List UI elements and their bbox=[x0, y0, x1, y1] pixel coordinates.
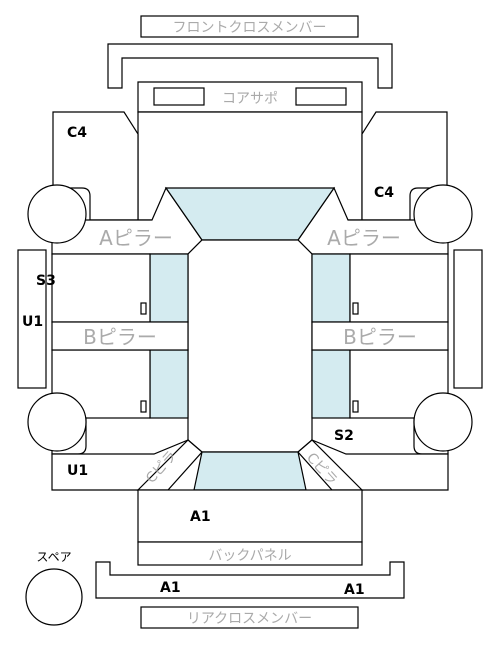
right-rear-side-glass bbox=[311, 349, 351, 419]
back-panel bbox=[137, 541, 363, 566]
code-c4-right: C4 bbox=[374, 185, 394, 201]
trunk-panel bbox=[137, 489, 363, 543]
code-s2: S2 bbox=[334, 428, 354, 444]
front-cross-member-label: フロントクロスメンバー bbox=[173, 20, 327, 36]
front-cross-member-label-box bbox=[140, 15, 359, 38]
code-a1-center: A1 bbox=[190, 509, 211, 525]
code-u1-bottom: U1 bbox=[67, 463, 88, 479]
rear-right-wheel bbox=[413, 392, 473, 452]
core-support-label: コアサポ bbox=[222, 91, 278, 107]
code-a1-left: A1 bbox=[160, 580, 181, 596]
spare-label: スペア bbox=[36, 550, 71, 564]
front-left-side-member bbox=[52, 111, 139, 221]
left-rocker-panel bbox=[17, 249, 47, 389]
b-pillar-left-label: Bピラー bbox=[83, 325, 157, 349]
back-panel-label: バックパネル bbox=[208, 548, 291, 564]
code-a1-right: A1 bbox=[344, 582, 365, 598]
code-s3: S3 bbox=[36, 273, 56, 289]
right-front-door-handle bbox=[352, 302, 359, 315]
left-front-side-glass bbox=[149, 253, 189, 323]
cabin-interior bbox=[187, 239, 313, 453]
front-right-wheel bbox=[413, 184, 473, 244]
left-rear-door-handle bbox=[140, 400, 147, 413]
code-u1-side: U1 bbox=[22, 314, 43, 330]
right-rocker-panel bbox=[453, 249, 483, 389]
rear-glass bbox=[193, 451, 307, 491]
b-pillar-right bbox=[311, 321, 449, 351]
left-rear-side-glass bbox=[149, 349, 189, 419]
left-front-door-handle bbox=[140, 302, 147, 315]
front-right-side-member bbox=[361, 111, 448, 221]
spare-tire bbox=[25, 568, 83, 626]
core-support-slot-left bbox=[153, 87, 205, 106]
core-support-slot-right bbox=[295, 87, 347, 106]
right-front-door bbox=[349, 253, 449, 323]
front-left-wheel bbox=[27, 184, 87, 244]
b-pillar-right-label: Bピラー bbox=[343, 325, 417, 349]
front-cross-member bbox=[107, 43, 393, 89]
rear-bumper-bracket bbox=[95, 561, 405, 599]
right-front-side-glass bbox=[311, 253, 351, 323]
code-c4-left: C4 bbox=[67, 125, 87, 141]
rear-left-wheel bbox=[27, 392, 87, 452]
a-pillar-right-label: Aピラー bbox=[327, 226, 401, 250]
b-pillar-left bbox=[51, 321, 189, 351]
rear-cross-member-label-box bbox=[140, 606, 359, 629]
a-pillar-left-label: Aピラー bbox=[99, 226, 173, 250]
left-front-door bbox=[51, 253, 151, 323]
rear-cross-member-label: リアクロスメンバー bbox=[187, 611, 312, 627]
right-rear-door-handle bbox=[352, 400, 359, 413]
